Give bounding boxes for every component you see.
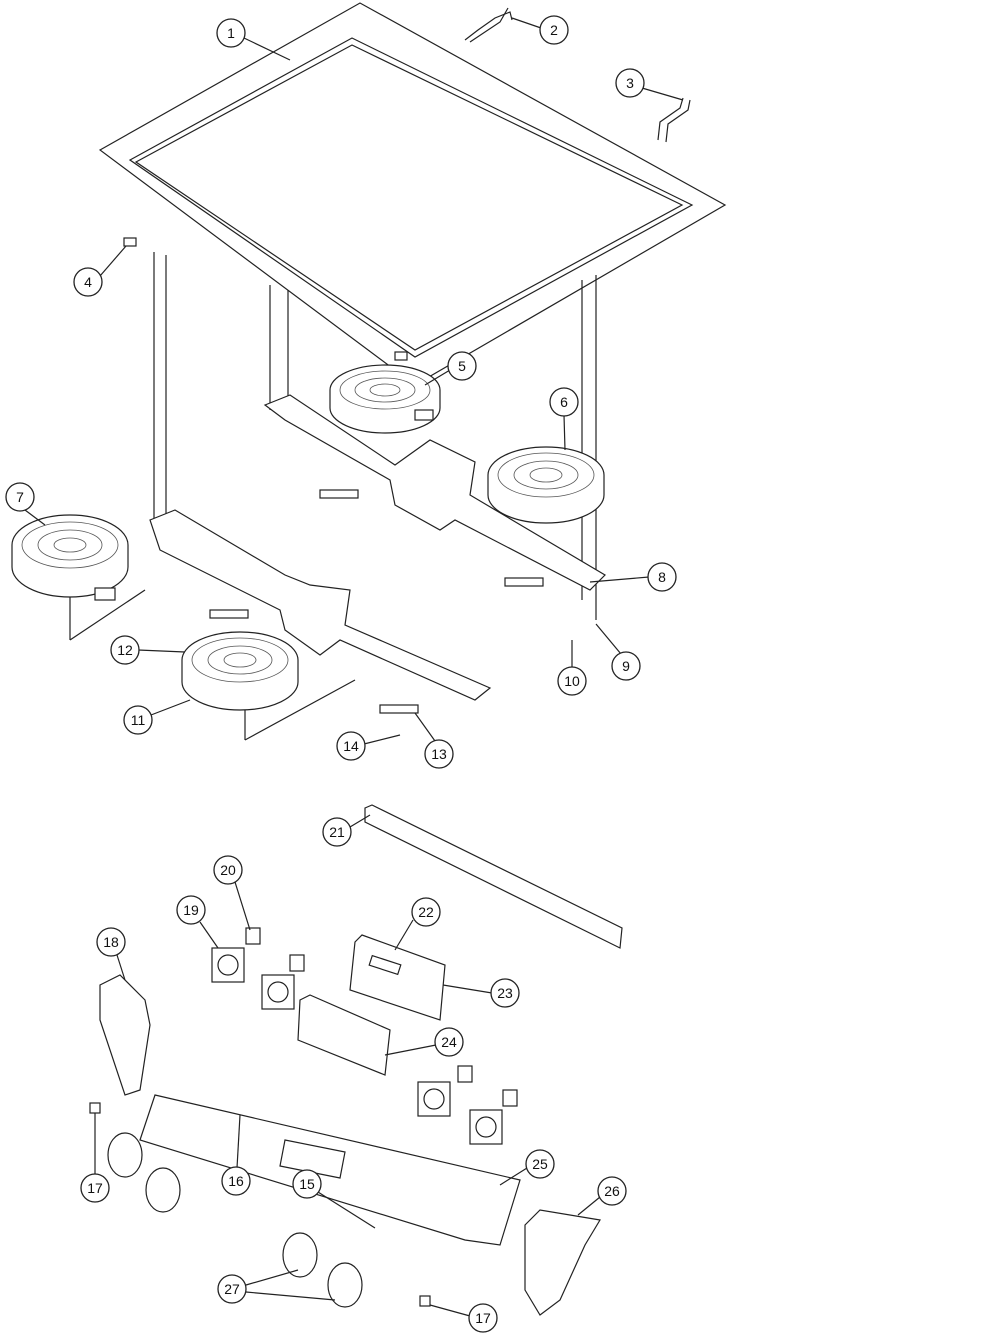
svg-text:25: 25: [532, 1156, 548, 1172]
overlay-24: [297, 994, 391, 1076]
callout-18: 18: [96, 927, 126, 957]
callout-9: 9: [611, 651, 641, 681]
svg-text:10: 10: [564, 673, 580, 689]
svg-text:14: 14: [343, 738, 359, 754]
callout-11: 11: [123, 705, 153, 735]
callout-1: 1: [216, 18, 246, 48]
control-panel-25: [139, 1094, 521, 1246]
callout-21: 21: [322, 817, 352, 847]
svg-text:17: 17: [87, 1180, 103, 1196]
svg-text:2: 2: [550, 22, 558, 38]
svg-text:19: 19: [183, 902, 199, 918]
svg-text:15: 15: [299, 1176, 315, 1192]
svg-text:27: 27: [224, 1281, 240, 1297]
end-cap-18: [99, 974, 151, 1096]
svg-text:11: 11: [131, 712, 146, 728]
callout-8: 8: [647, 562, 677, 592]
svg-text:20: 20: [220, 862, 236, 878]
rear-burner-bracket: [263, 394, 606, 591]
callout-17-bottom: 17: [468, 1303, 498, 1333]
callout-14: 14: [336, 731, 366, 761]
callout-15: 15: [292, 1169, 322, 1199]
callout-13: 13: [424, 739, 454, 769]
callout-16: 16: [221, 1166, 251, 1196]
burner-6: [487, 446, 605, 524]
svg-text:16: 16: [228, 1173, 244, 1189]
callout-27: 27: [217, 1274, 247, 1304]
svg-text:21: 21: [329, 824, 345, 840]
callout-26: 26: [597, 1176, 627, 1206]
callout-20: 20: [213, 855, 243, 885]
clock-control-22: [349, 934, 446, 1021]
knobs: [107, 1132, 363, 1308]
svg-text:7: 7: [16, 489, 24, 505]
svg-text:18: 18: [103, 934, 119, 950]
callout-19: 19: [176, 895, 206, 925]
svg-text:3: 3: [626, 75, 634, 91]
callout-10: 10: [557, 666, 587, 696]
callout-7: 7: [5, 482, 35, 512]
svg-text:17: 17: [475, 1310, 491, 1326]
burner-7: [11, 514, 129, 601]
svg-text:24: 24: [441, 1034, 457, 1050]
svg-text:9: 9: [622, 658, 630, 674]
callout-6: 6: [549, 387, 579, 417]
burner-5: [329, 364, 441, 434]
callout-22: 22: [411, 897, 441, 927]
svg-text:12: 12: [117, 642, 133, 658]
cooktop-glass: [98, 2, 727, 386]
svg-text:6: 6: [560, 394, 568, 410]
clip-center: [394, 351, 408, 361]
callout-17-left: 17: [80, 1173, 110, 1203]
callout-25: 25: [525, 1149, 555, 1179]
bracket-3: [657, 97, 691, 143]
clip-4: [123, 237, 137, 247]
leader-lines: [24, 17, 684, 1317]
callout-5: 5: [447, 351, 477, 381]
svg-text:22: 22: [418, 904, 434, 920]
switches: [211, 927, 518, 1145]
svg-text:8: 8: [658, 569, 666, 585]
burner-11: [181, 631, 299, 711]
svg-text:23: 23: [497, 985, 513, 1001]
end-cap-26: [524, 1209, 601, 1316]
trim-strip-21: [364, 804, 623, 949]
svg-text:1: 1: [227, 25, 235, 41]
svg-text:26: 26: [604, 1183, 620, 1199]
bracket-2: [464, 7, 513, 43]
callout-2: 2: [539, 15, 569, 45]
svg-text:4: 4: [84, 274, 92, 290]
callout-24: 24: [434, 1027, 464, 1057]
svg-text:13: 13: [431, 746, 447, 762]
front-burner-bracket-8-13: [149, 489, 544, 714]
callout-12: 12: [110, 635, 140, 665]
callout-4: 4: [73, 267, 103, 297]
callout-23: 23: [490, 978, 520, 1008]
callout-3: 3: [615, 68, 645, 98]
svg-text:5: 5: [458, 358, 466, 374]
